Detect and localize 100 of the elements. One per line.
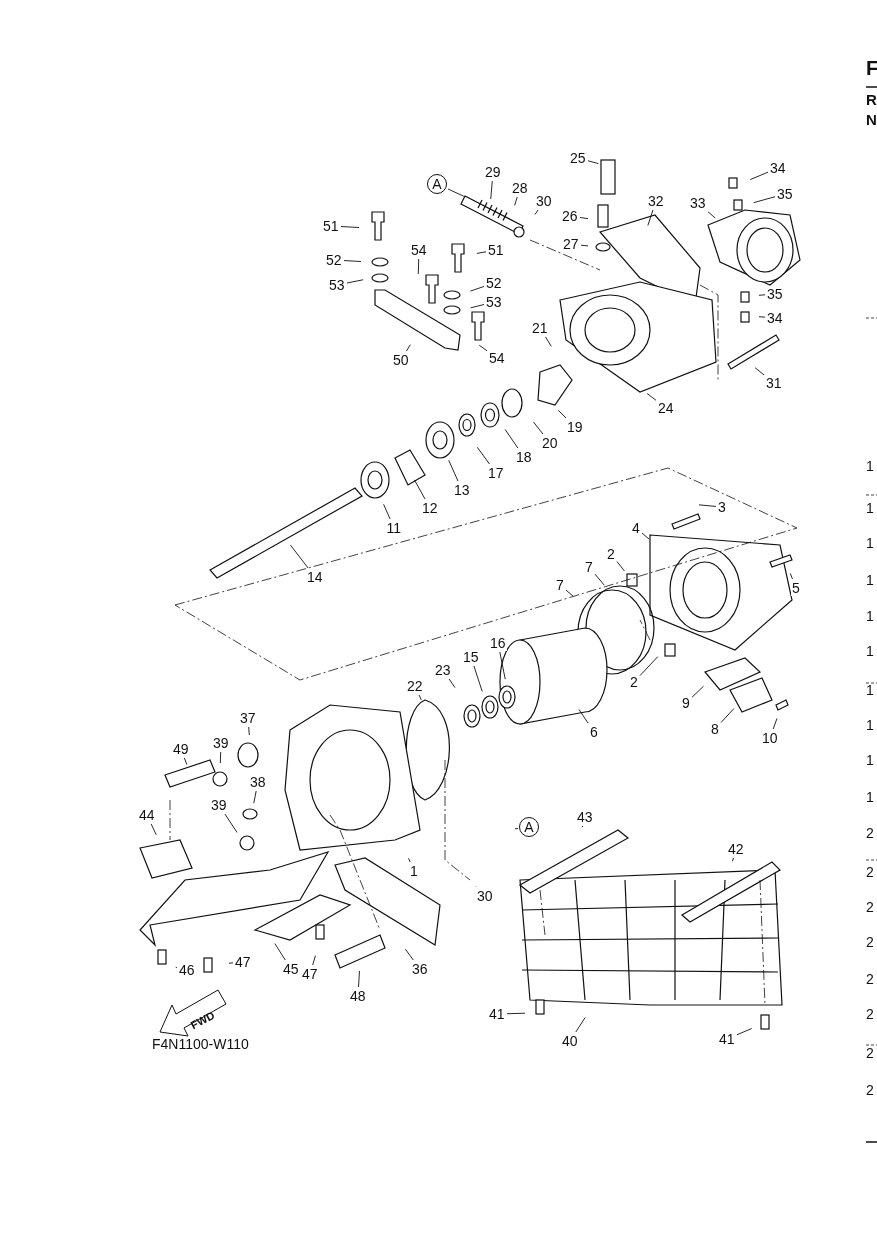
callout-number: 16 [489, 635, 507, 651]
callout-number: 26 [561, 208, 579, 224]
callout-number: 18 [515, 449, 533, 465]
leader-line [758, 294, 766, 296]
callout-number: 44 [138, 807, 156, 823]
leader-line [383, 503, 391, 520]
callout-number: 2 [606, 546, 616, 562]
leader-line [274, 943, 286, 961]
callout-number: 19 [566, 419, 584, 435]
callout-number: 51 [322, 218, 340, 234]
callout-number: 40 [561, 1033, 579, 1049]
leader-line [448, 459, 459, 482]
leader-line [698, 504, 717, 507]
page-number-fragment: 1 [866, 500, 874, 516]
leader-line [514, 828, 519, 830]
page-number-fragment: 2 [866, 864, 874, 880]
leader-line [253, 790, 257, 804]
leader-line [545, 336, 552, 347]
callout-number: 43 [576, 809, 594, 825]
callout-number: 35 [766, 286, 784, 302]
callout-number: 47 [301, 966, 319, 982]
callout-number: 11 [385, 520, 403, 536]
leader-line [647, 209, 654, 226]
callout-number: 8 [710, 721, 720, 737]
callout-number: 6 [589, 724, 599, 740]
page-number-fragment: 2 [866, 1045, 874, 1061]
leader-line [754, 367, 765, 376]
page-number-fragment: 1 [866, 535, 874, 551]
callout-number: 30 [535, 193, 553, 209]
leader-line [490, 180, 493, 200]
leader-line [448, 678, 456, 688]
page-number-fragment: 2 [866, 971, 874, 987]
page-number-fragment: 1 [866, 752, 874, 768]
callout-number: 34 [769, 160, 787, 176]
leader-line [478, 344, 488, 352]
leader-line [219, 751, 222, 764]
leader-line [248, 726, 250, 736]
callout-number: 23 [434, 662, 452, 678]
reference-circle: A [427, 174, 447, 194]
leader-line [499, 651, 506, 680]
callout-number: 41 [488, 1006, 506, 1022]
leader-line [406, 344, 411, 352]
leader-line [228, 962, 234, 964]
page-number-fragment: 1 [866, 458, 874, 474]
page-number-fragment: 2 [866, 934, 874, 950]
callout-number: 41 [718, 1031, 736, 1047]
callout-number: 51 [487, 242, 505, 258]
leader-line [616, 561, 625, 572]
callout-number: 15 [462, 649, 480, 665]
leader-line [476, 446, 490, 465]
leader-line [514, 196, 518, 206]
leader-line [587, 160, 599, 165]
callout-number: 3 [717, 499, 727, 515]
leader-line [340, 226, 360, 228]
callout-number: 39 [212, 735, 230, 751]
leader-line [150, 823, 157, 836]
callout-number: 7 [555, 577, 565, 593]
page-number-fragment: 1 [866, 789, 874, 805]
section-letter: R [866, 92, 877, 108]
page-number-fragment: 2 [866, 825, 874, 841]
leader-line [408, 857, 411, 863]
leader-line [691, 685, 704, 698]
direction-label: FWD [187, 1007, 218, 1033]
callout-number: 12 [421, 500, 439, 516]
callout-number: 52 [325, 252, 343, 268]
leader-line [707, 211, 716, 219]
callout-number: 46 [178, 962, 196, 978]
leader-line [475, 886, 477, 888]
leader-line [565, 589, 574, 597]
leader-line [473, 665, 483, 692]
page-number-fragment: 1 [866, 643, 874, 659]
callout-number: 31 [765, 375, 783, 391]
callout-number: 54 [410, 242, 428, 258]
callout-number: 13 [453, 482, 471, 498]
leader-line [290, 544, 309, 569]
leader-line [418, 694, 422, 701]
page-number-fragment: 1 [866, 572, 874, 588]
callout-number: 24 [657, 400, 675, 416]
callout-number: 20 [541, 435, 559, 451]
leader-line [343, 260, 362, 262]
leader-line [749, 171, 769, 180]
callout-number: 50 [392, 352, 410, 368]
leader-line [789, 572, 793, 580]
callout-number: 53 [328, 277, 346, 293]
callout-number: 34 [766, 310, 784, 326]
callout-number: 28 [511, 180, 529, 196]
callout-number: 48 [349, 988, 367, 1004]
leader-line [575, 1017, 586, 1033]
leader-line [413, 479, 426, 500]
callout-number: 36 [411, 961, 429, 977]
leader-line [534, 209, 539, 215]
callout-number: 22 [406, 678, 424, 694]
callout-number: 2 [629, 674, 639, 690]
leader-line [641, 532, 650, 540]
page-number-fragment: 2 [866, 1006, 874, 1022]
leader-line [447, 188, 465, 197]
callout-number: 14 [306, 569, 324, 585]
leader-line [506, 1012, 526, 1015]
leader-line [646, 393, 657, 401]
section-letter: F [866, 60, 877, 76]
